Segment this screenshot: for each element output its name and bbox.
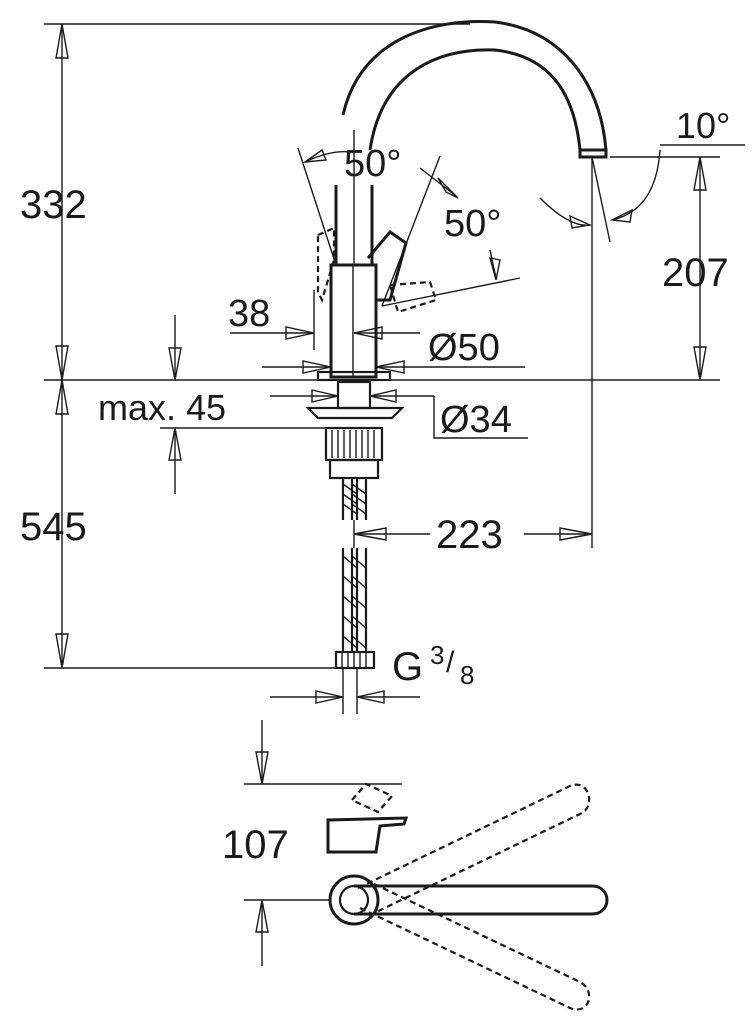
arrow-545-top: [55, 379, 69, 415]
plan-lever-dashed: [350, 782, 394, 814]
angle-arc-10-right: [611, 149, 661, 221]
dim-label-38: 38: [228, 293, 270, 335]
plan-body-outer: [328, 874, 380, 926]
dim-label-d34: Ø34: [440, 399, 512, 441]
arrow-207-bottom: [693, 346, 707, 381]
lever-side-line: [381, 277, 521, 307]
arrow-107-bottom: [255, 899, 269, 933]
arrow-50-side-top: [437, 177, 459, 199]
arrow-34-right: [369, 389, 397, 403]
dim-label-545: 545: [20, 505, 87, 549]
arrow-45-top: [168, 347, 182, 381]
thread-label-g: G: [392, 645, 423, 689]
arrow-332-bottom: [55, 345, 69, 381]
dim-label-107: 107: [222, 823, 289, 867]
arrow-223-left: [353, 527, 387, 541]
dim-label-d50: Ø50: [428, 327, 500, 369]
arrow-545-bottom: [55, 633, 69, 669]
dim-label-207: 207: [662, 251, 729, 295]
angle-arc-50-top: [304, 151, 351, 163]
plan-view: 107: [222, 720, 609, 1011]
arrow-107-top: [255, 751, 269, 785]
dim-label-332: 332: [20, 183, 87, 227]
side-elevation-view: 332 545 207 10° 50° 50°: [20, 20, 745, 714]
base-plate: [316, 370, 392, 382]
angle-label-10: 10°: [676, 105, 730, 146]
thread-slash: /: [446, 646, 455, 679]
lever-alt-left: [316, 226, 336, 303]
arrow-207-top: [693, 156, 707, 191]
arrow-38-left: [285, 326, 315, 340]
dim-label-max45: max. 45: [98, 387, 226, 428]
dim-label-223: 223: [436, 513, 503, 557]
arrow-50-right: [375, 360, 405, 374]
plan-spout-upper-dashed: [357, 783, 591, 917]
arrow-223-right: [559, 527, 593, 541]
angle-label-50-side: 50°: [444, 203, 501, 245]
mount-fitting: [328, 458, 380, 480]
thread-denominator: 8: [460, 660, 474, 690]
spout-inner: [368, 48, 582, 151]
spout-tilt-line: [591, 156, 611, 243]
lever-tilt-axis: [381, 155, 441, 307]
hose-upper-braid: [342, 483, 367, 515]
arrow-45-bottom: [168, 427, 182, 461]
arrow-thread-left: [315, 690, 344, 704]
arrow-332-top: [55, 23, 69, 59]
arrow-34-left: [311, 389, 339, 403]
angle-50-side-leader-b: [489, 249, 497, 279]
arrow-10-right: [609, 208, 633, 223]
dim-34-leader: [433, 396, 528, 439]
arrow-10-left: [569, 214, 593, 229]
angle-label-50-top: 50°: [344, 143, 401, 185]
hose-lower-braid: [342, 555, 367, 649]
mount-nut-threads: [331, 430, 375, 458]
mount-shank: [336, 380, 372, 410]
spout-tip: [578, 148, 608, 159]
lever-angle-line-a: [297, 147, 337, 266]
mount-washer: [305, 406, 405, 420]
angle-50-side-leader: [419, 167, 457, 197]
arrow-50-left: [302, 360, 332, 374]
spout-outer: [341, 20, 608, 151]
plan-lever-body: [326, 816, 409, 854]
hose-fitting-grooves: [341, 652, 367, 668]
plan-spout-solid: [354, 884, 609, 916]
arrow-50-side-bottom: [489, 257, 501, 281]
hose-upper: [341, 478, 368, 520]
arrow-thread-right: [356, 690, 385, 704]
hose-lower: [341, 548, 368, 652]
hose-fitting: [334, 650, 376, 670]
arrow-50-top-left: [302, 148, 327, 163]
thread-numerator: 3: [430, 640, 444, 670]
arrow-38-right: [353, 326, 383, 340]
plan-body-inner: [338, 884, 370, 916]
plan-spout-lower-dashed: [359, 881, 591, 1011]
